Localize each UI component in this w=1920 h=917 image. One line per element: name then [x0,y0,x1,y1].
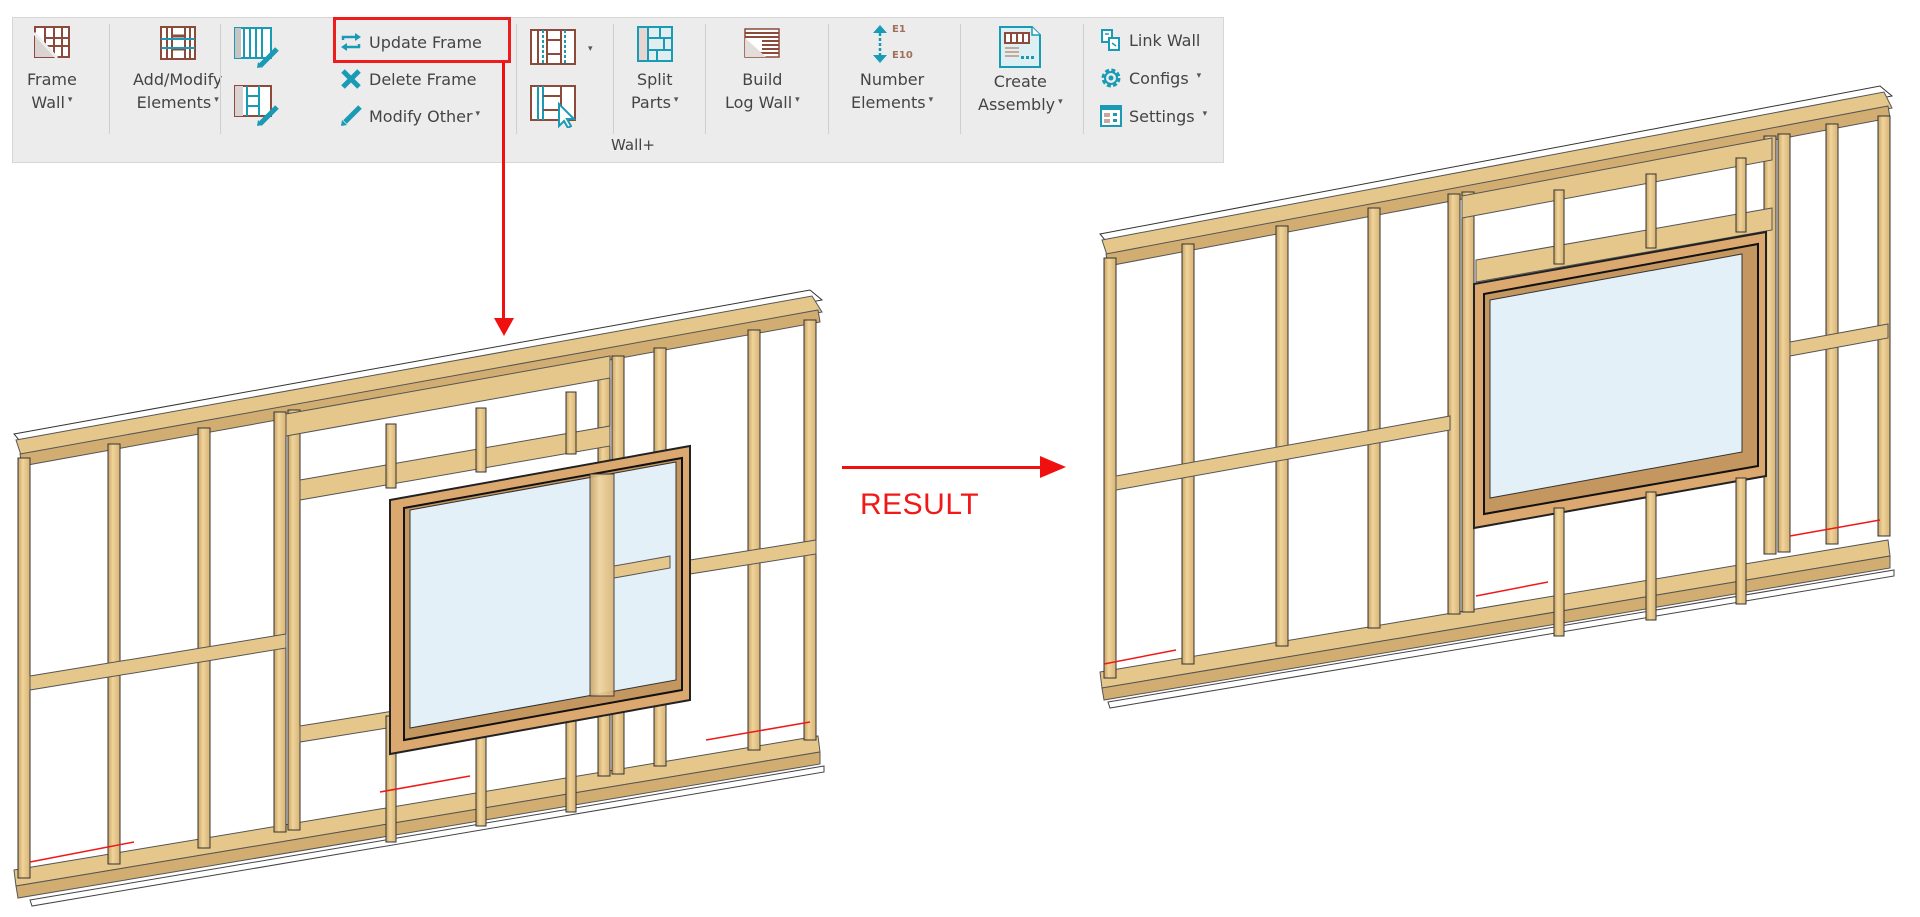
refresh-arrows-icon [341,33,361,51]
ribbon-separator [516,24,517,134]
create-assembly-label: Create [993,72,1047,91]
wall-after-update[interactable] [1090,80,1920,720]
split-parts-label: Split [636,70,673,89]
result-arrow-head-icon [1040,456,1066,478]
configs-button[interactable]: Configs ▾ [1099,64,1201,92]
settings-label: Settings [1129,106,1195,126]
result-arrow-line [842,466,1042,469]
link-wall-button[interactable]: Link Wall [1099,26,1200,54]
update-frame-highlight [333,17,511,63]
dropdown-caret-icon[interactable]: ▾ [1058,97,1063,107]
edit-opening-icon[interactable] [233,84,279,126]
dropdown-caret-icon[interactable]: ▾ [673,95,679,105]
dropdown-caret-icon[interactable]: ▾ [214,95,219,105]
badge-e10: E10 [892,50,913,61]
settings-panel-icon [1100,105,1122,127]
create-assembly-icon [999,26,1042,68]
openings-icon[interactable] [529,28,577,68]
ribbon-separator [705,24,706,134]
panel-label: Wall+ [611,136,655,154]
modify-other-button[interactable]: Modify Other▾ [339,102,480,130]
ribbon-separator [828,24,829,134]
dropdown-caret-icon[interactable]: ▾ [67,95,73,105]
pencil-icon [341,105,362,126]
frame-wall-label: Frame [27,70,77,89]
select-opening-icon[interactable] [529,84,579,128]
wall-before-update[interactable] [0,280,840,917]
modify-other-label: Modify Other [369,106,473,126]
frame-wall-icon [32,26,70,59]
ribbon-separator [109,24,110,134]
number-elements-icon: E1 E10 [862,24,922,64]
edit-studs-icon[interactable] [233,26,279,68]
update-frame-label: Update Frame [369,32,482,52]
ribbon-separator [613,24,614,134]
delete-frame-button[interactable]: Delete Frame [339,65,477,93]
dropdown-caret-icon[interactable]: ▾ [1196,71,1202,81]
split-parts-icon [636,26,673,62]
dropdown-caret-icon[interactable]: ▾ [1202,109,1208,119]
openings-dropdown-caret-icon[interactable]: ▾ [588,44,593,54]
link-wall-icon [1101,29,1120,51]
delete-x-icon [341,69,361,89]
gear-icon [1101,68,1121,88]
settings-button[interactable]: Settings ▾ [1099,102,1207,130]
update-frame-button[interactable]: Update Frame [339,28,482,56]
configs-label: Configs [1129,68,1189,88]
link-wall-label: Link Wall [1129,30,1201,50]
badge-e1: E1 [892,24,906,35]
number-elements-label: Number [859,70,925,89]
ribbon-separator [1083,24,1084,134]
dropdown-caret-icon[interactable]: ▾ [928,95,934,105]
down-arrow-head-icon [494,318,514,336]
ribbon-separator [960,24,961,134]
dropdown-caret-icon[interactable]: ▾ [475,109,481,119]
add-modify-label: Add/Modify [133,70,223,89]
dropdown-caret-icon[interactable]: ▾ [795,95,800,105]
down-arrow-line [502,62,505,325]
log-wall-icon [744,28,781,58]
result-label: RESULT [860,488,980,521]
build-log-wall-label: Build [742,70,783,89]
delete-frame-label: Delete Frame [369,69,477,89]
ribbon-separator [220,24,221,134]
add-modify-elements-icon [159,26,196,60]
